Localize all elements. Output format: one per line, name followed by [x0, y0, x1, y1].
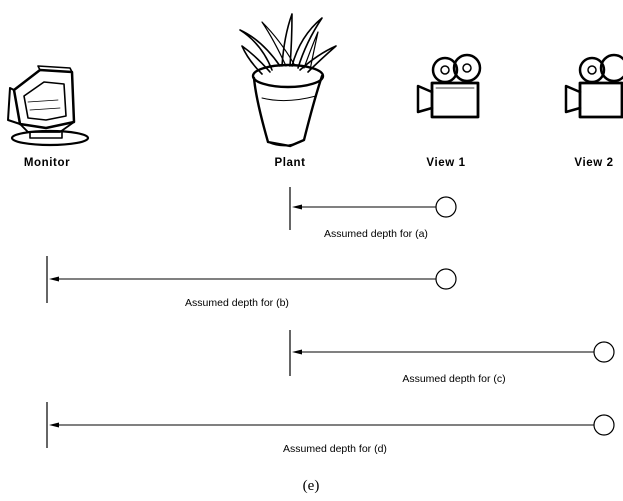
camera-origin-circle — [435, 196, 457, 218]
depth-arrowhead — [292, 204, 302, 210]
object-label-plant: Plant — [274, 157, 305, 169]
camera-origin-circle — [435, 268, 457, 290]
depth-arrowhead — [292, 349, 302, 355]
depth-arrowhead — [49, 422, 59, 428]
depth-arrowhead — [49, 276, 59, 282]
object-label-monitor: Monitor — [24, 157, 70, 169]
video-camera-icon — [564, 53, 623, 119]
figure-caption: (e) — [303, 478, 320, 494]
object-label-view-1: View 1 — [426, 157, 465, 169]
depth-label-a: Assumed depth for (a) — [324, 228, 428, 240]
camera-origin-circle — [593, 414, 615, 436]
monitor-icon — [7, 65, 90, 147]
depth-row-a: Assumed depth for (a) — [289, 187, 457, 240]
depth-row-c: Assumed depth for (c) — [289, 330, 615, 385]
depth-label-c: Assumed depth for (c) — [402, 373, 505, 385]
depth-label-b: Assumed depth for (b) — [185, 297, 289, 309]
depth-label-d: Assumed depth for (d) — [283, 443, 387, 455]
depth-row-b: Assumed depth for (b) — [46, 256, 457, 309]
plant-icon — [239, 13, 337, 148]
camera-origin-circle — [593, 341, 615, 363]
video-camera-icon — [416, 53, 482, 119]
object-label-view-2: View 2 — [574, 157, 613, 169]
depth-row-d: Assumed depth for (d) — [46, 402, 615, 455]
